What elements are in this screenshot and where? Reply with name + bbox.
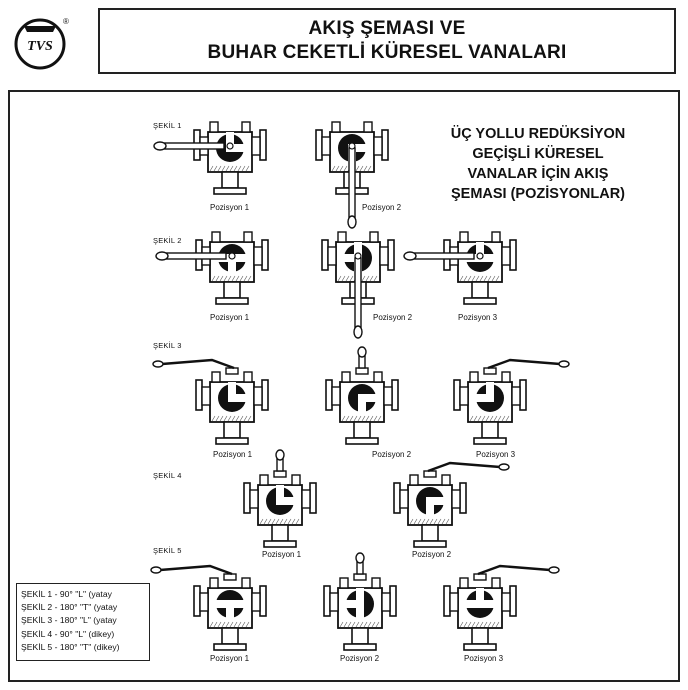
diagram-subtitle: ÜÇ YOLLU REDÜKSİYON GEÇİŞLİ KÜRESEL VANA…	[404, 124, 672, 204]
position-label: Pozisyon 1	[210, 313, 250, 322]
legend-item: ŞEKİL 3 - 180° "L" (yatay	[21, 615, 117, 626]
logo-text: TVS	[27, 39, 53, 54]
valve-drawing	[323, 552, 397, 651]
figure-label-2: ŞEKİL 2	[153, 236, 182, 245]
registered-mark: ®	[63, 17, 69, 26]
title-box: AKIŞ ŞEMASI VE BUHAR CEKETLİ KÜRESEL VAN…	[98, 8, 676, 74]
valve-drawing	[152, 358, 269, 445]
position-label: Pozisyon 3	[458, 313, 498, 322]
position-label: Pozisyon 2	[412, 550, 452, 559]
valve-drawing	[443, 564, 560, 651]
position-label: Pozisyon 2	[373, 313, 413, 322]
valve-drawing	[315, 121, 389, 229]
position-label: Pozisyon 3	[464, 654, 504, 663]
valve-drawing	[243, 449, 317, 548]
valve-drawing	[321, 231, 395, 339]
position-label: Pozisyon 1	[262, 550, 302, 559]
position-label: Pozisyon 2	[372, 450, 412, 459]
position-label: Pozisyon 2	[362, 203, 402, 212]
legend-item: ŞEKİL 5 - 180° "T" (dikey)	[21, 641, 120, 652]
subtitle-line4: ŞEMASI (POZİSYONLAR)	[450, 186, 625, 202]
legend-item: ŞEKİL 2 - 180° "T" (yatay	[21, 602, 118, 613]
position-label: Pozisyon 1	[210, 654, 250, 663]
position-label: Pozisyon 1	[213, 450, 253, 459]
legend-item: ŞEKİL 1 - 90° "L" (yatay	[21, 589, 112, 599]
position-label: Pozisyon 2	[340, 654, 380, 663]
subtitle-line1: ÜÇ YOLLU REDÜKSİYON	[450, 126, 626, 142]
legend-item: ŞEKİL 4 - 90° "L" (dikey)	[21, 628, 115, 639]
figure-label-1: ŞEKİL 1	[153, 121, 182, 130]
subtitle-line2: GEÇİŞLİ KÜRESEL	[472, 146, 604, 162]
tvs-logo: TVS ®	[14, 17, 69, 70]
position-label: Pozisyon 1	[210, 203, 250, 212]
valve-drawing	[325, 346, 399, 445]
position-label: Pozisyon 3	[476, 450, 516, 459]
valve-drawing	[403, 231, 517, 305]
valve-drawing	[155, 231, 269, 305]
valve-drawing	[153, 121, 267, 195]
valve-drawing	[393, 461, 510, 548]
figure-label-5: ŞEKİL 5	[153, 546, 182, 555]
page-title-line2: BUHAR CEKETLİ KÜRESEL VANALARI	[207, 42, 567, 63]
page-title-line1: AKIŞ ŞEMASI VE	[308, 18, 466, 39]
valve-drawing	[453, 358, 570, 445]
legend-box: ŞEKİL 1 - 90° "L" (yatay ŞEKİL 2 - 180° …	[16, 583, 150, 661]
valve-drawing	[150, 564, 267, 651]
diagram-frame	[8, 90, 680, 682]
figure-label-4: ŞEKİL 4	[153, 471, 182, 480]
figure-label-3: ŞEKİL 3	[153, 341, 182, 350]
subtitle-line3: VANALAR İÇİN AKIŞ	[467, 166, 609, 182]
